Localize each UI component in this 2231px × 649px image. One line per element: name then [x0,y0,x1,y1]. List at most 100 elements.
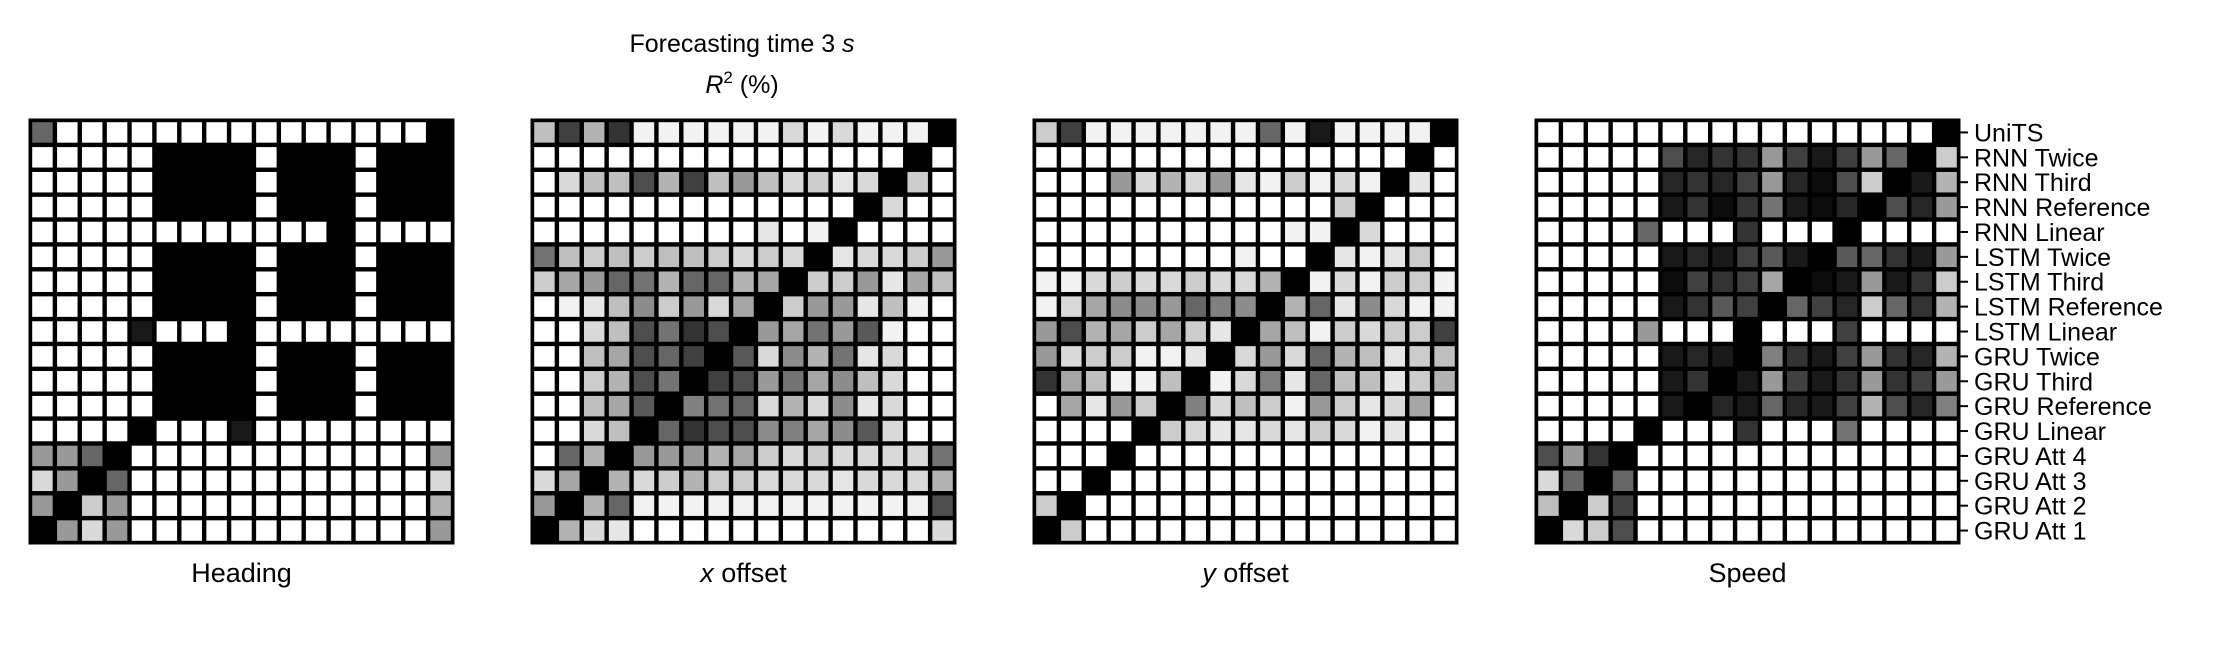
heatmap-cell [1359,321,1381,342]
heatmap-cell [1409,470,1430,492]
heatmap-cell [1762,445,1783,467]
heatmap-cell [1886,346,1908,367]
heatmap-cell [430,196,451,218]
heatmap-cell [1712,346,1733,367]
heatmap-cell [1911,371,1932,392]
heatmap-cell [430,420,451,442]
heatmap-cell [1861,296,1883,317]
heatmap-cell [1637,395,1659,417]
heatmap-cell [355,147,377,168]
heatmap-cell [1160,147,1182,168]
heatmap-cell [857,470,879,492]
heatmap-cell [1936,246,1957,268]
heatmap-cell [1762,271,1783,292]
heatmap-cell [1434,445,1455,467]
heatmap-cell [1309,122,1331,143]
heatmap-cell [106,196,128,218]
heatmap-cell [1936,122,1957,143]
heatmap-cell [405,395,426,417]
heatmap-cell [1861,346,1883,367]
heatmap-cell [832,420,854,442]
heatmap-cell [608,346,630,367]
heatmap-cell [1359,147,1381,168]
heatmap-cell [534,171,555,193]
heatmap-cell [1285,520,1306,541]
heatmap-cell [81,296,103,317]
heatmap-cell [256,196,277,218]
heatmap-cell [733,221,754,243]
heatmap-cell [330,321,352,342]
panel-frame [530,118,957,545]
heatmap-cell [807,147,829,168]
heatmap-cell [430,520,451,541]
heatmap-cell [1836,420,1858,442]
heatmap-cell [633,122,655,143]
heatmap-cell [932,495,953,516]
row-label: RNN Reference [1974,194,2150,222]
heatmap-cell [156,221,178,243]
heatmap-cell [181,371,202,392]
heatmap-cell [1409,221,1430,243]
heatmap-cell [1762,122,1783,143]
heatmap-cell [1185,246,1206,268]
heatmap-cell [1762,371,1783,392]
heatmap-cell [1563,445,1584,467]
heatmap-cell [1309,296,1331,317]
heatmap-cell [1662,420,1684,442]
heatmap-cell [305,221,327,243]
heatmap-cell [1911,122,1932,143]
heatmap-cell [658,171,680,193]
heatmap-cell [783,495,804,516]
heatmap-cell [1737,346,1758,367]
heatmap-cell [256,346,277,367]
heatmap-cell [57,271,78,292]
heatmap-cell [583,271,605,292]
heatmap-cell [281,371,302,392]
heatmap-cell [405,420,426,442]
heatmap-cell [583,395,605,417]
heatmap-cell [932,371,953,392]
heatmap-cell [330,122,352,143]
heatmap-cell [281,520,302,541]
heatmap-cell [1687,196,1708,218]
heatmap-cell [1811,395,1833,417]
heatmap-cell [1135,321,1157,342]
heatmap-cell [832,346,854,367]
heatmap-cell [1861,470,1883,492]
heatmap-cell [1563,122,1584,143]
heatmap-cell [758,246,779,268]
heatmap-cell [1409,495,1430,516]
heatmap-cell [683,495,704,516]
heatmap-cell [1036,445,1057,467]
heatmap-cell [1836,470,1858,492]
heatmap-cell [1359,296,1381,317]
heatmap-cell [1434,196,1455,218]
heatmap-cell [1836,147,1858,168]
heatmap-cell [1637,321,1659,342]
heatmap-cell [1861,246,1883,268]
heatmap-cell [1085,196,1107,218]
heatmap-cell [181,346,202,367]
heatmap-cell [1135,171,1157,193]
heatmap-cell [57,395,78,417]
heatmap-cell [1334,171,1356,193]
heatmap-cell [633,395,655,417]
heatmap-cell [1185,147,1206,168]
heatmap-cell [256,147,277,168]
heatmap-cell [1309,520,1331,541]
heatmap-cell [1787,346,1808,367]
heatmap-cell [1811,321,1833,342]
heatmap-cell [430,495,451,516]
heatmap-cell [305,296,327,317]
heatmap-cell [733,346,754,367]
heatmap-cell [1587,296,1609,317]
panel-x-label: Speed [1708,558,1786,588]
heatmap-cell [32,395,53,417]
heatmap-cell [131,147,153,168]
heatmap-cell [1160,271,1182,292]
heatmap-cell [1061,346,1082,367]
heatmap-cell [583,470,605,492]
heatmap-cell [1160,321,1182,342]
heatmap-cell [32,296,53,317]
heatmap-cell [206,147,227,168]
